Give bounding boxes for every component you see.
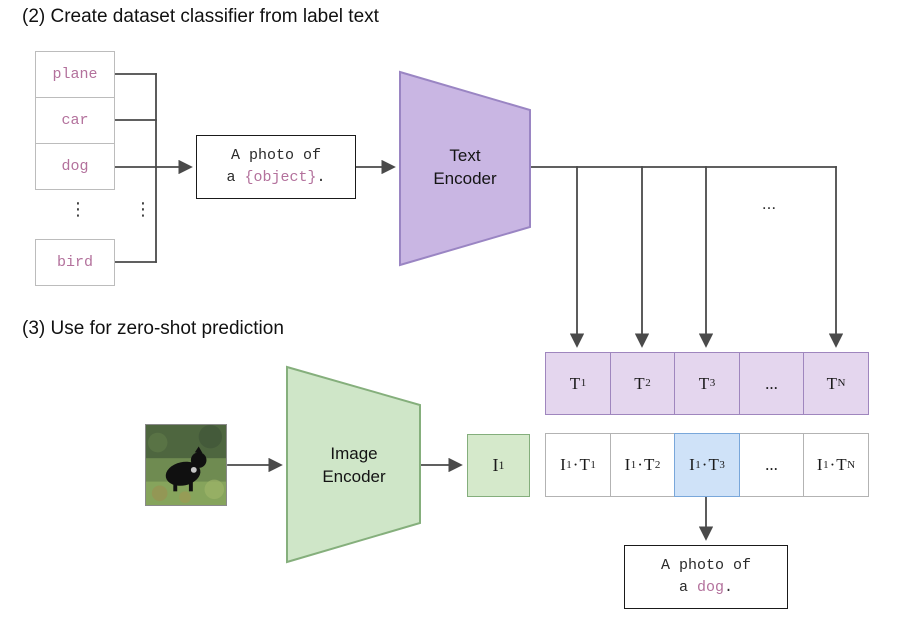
result-line2: a dog. bbox=[678, 579, 734, 596]
prompt-object-token: {object} bbox=[244, 169, 317, 186]
label-box-dog: dog bbox=[35, 143, 115, 190]
labels-vertical-ellipsis: ⋮ bbox=[69, 199, 87, 220]
label-box-bird: bird bbox=[35, 239, 115, 286]
step3-heading: (3) Use for zero-shot prediction bbox=[22, 318, 284, 339]
text-encoder-node: Text Encoder bbox=[402, 145, 528, 191]
prediction-output-box: A photo of a dog. bbox=[624, 545, 788, 609]
result-line1: A photo of bbox=[660, 556, 751, 574]
image-encoder-label-line1: Image bbox=[330, 444, 378, 463]
predicted-class-token: dog bbox=[696, 579, 724, 596]
connector-vertical-ellipsis: ⋮ bbox=[134, 199, 152, 220]
text-encoder-label-line1: Text bbox=[449, 146, 481, 165]
step2-heading: (2) Create dataset classifier from label… bbox=[22, 6, 379, 27]
label-box-plane: plane bbox=[35, 51, 115, 98]
prompt-line2: a {object}. bbox=[226, 169, 326, 186]
prompt-line1: A photo of bbox=[230, 146, 321, 164]
output-ellipsis: ... bbox=[761, 194, 777, 213]
text-embedding-cell-ellipsis: ... bbox=[738, 352, 805, 415]
image-encoder-label-line2: Encoder bbox=[322, 466, 386, 486]
dog-photo bbox=[145, 424, 227, 506]
text-encoder-label-line2: Encoder bbox=[433, 168, 497, 188]
label-box-car: car bbox=[35, 97, 115, 144]
similarity-cell-ellipsis: ... bbox=[738, 433, 805, 497]
image-encoder-node: Image Encoder bbox=[289, 443, 419, 489]
prompt-template-box: A photo of a {object}. bbox=[196, 135, 356, 199]
